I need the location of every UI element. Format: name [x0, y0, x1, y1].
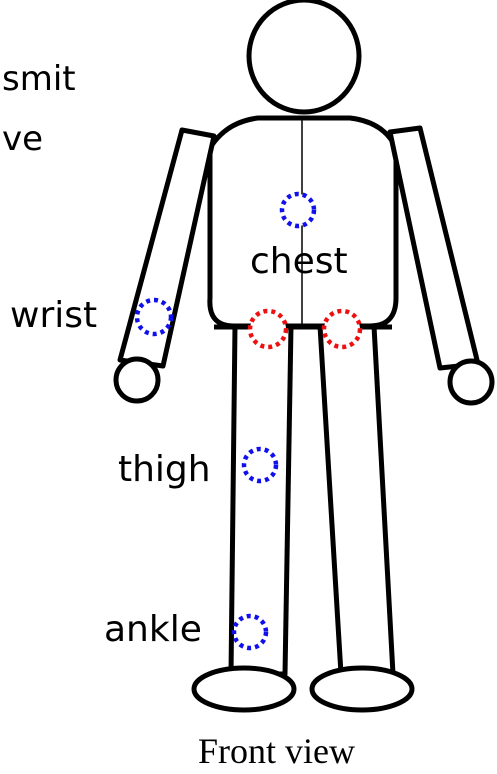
right-foot — [312, 668, 412, 710]
right-hand — [450, 361, 492, 403]
wrist-sensor — [137, 300, 171, 334]
chest-label: chest — [250, 244, 348, 280]
head — [249, 0, 359, 112]
left-hand — [116, 359, 158, 401]
waist-sensor-left — [250, 311, 286, 347]
legend-text-line-1: smit — [2, 62, 76, 96]
ankle-label: ankle — [104, 612, 202, 648]
right-leg — [320, 326, 393, 674]
thigh-sensor — [244, 449, 276, 481]
wrist-label: wrist — [10, 298, 97, 334]
legend-text-line-2: ve — [2, 122, 43, 156]
waist-sensor-right — [324, 311, 360, 347]
figure-caption: Front view — [198, 733, 355, 769]
right-arm — [390, 128, 478, 368]
left-arm — [120, 130, 214, 366]
ankle-sensor — [234, 616, 266, 648]
chest-sensor — [282, 194, 314, 226]
thigh-label: thigh — [118, 452, 211, 488]
left-foot — [194, 668, 294, 710]
